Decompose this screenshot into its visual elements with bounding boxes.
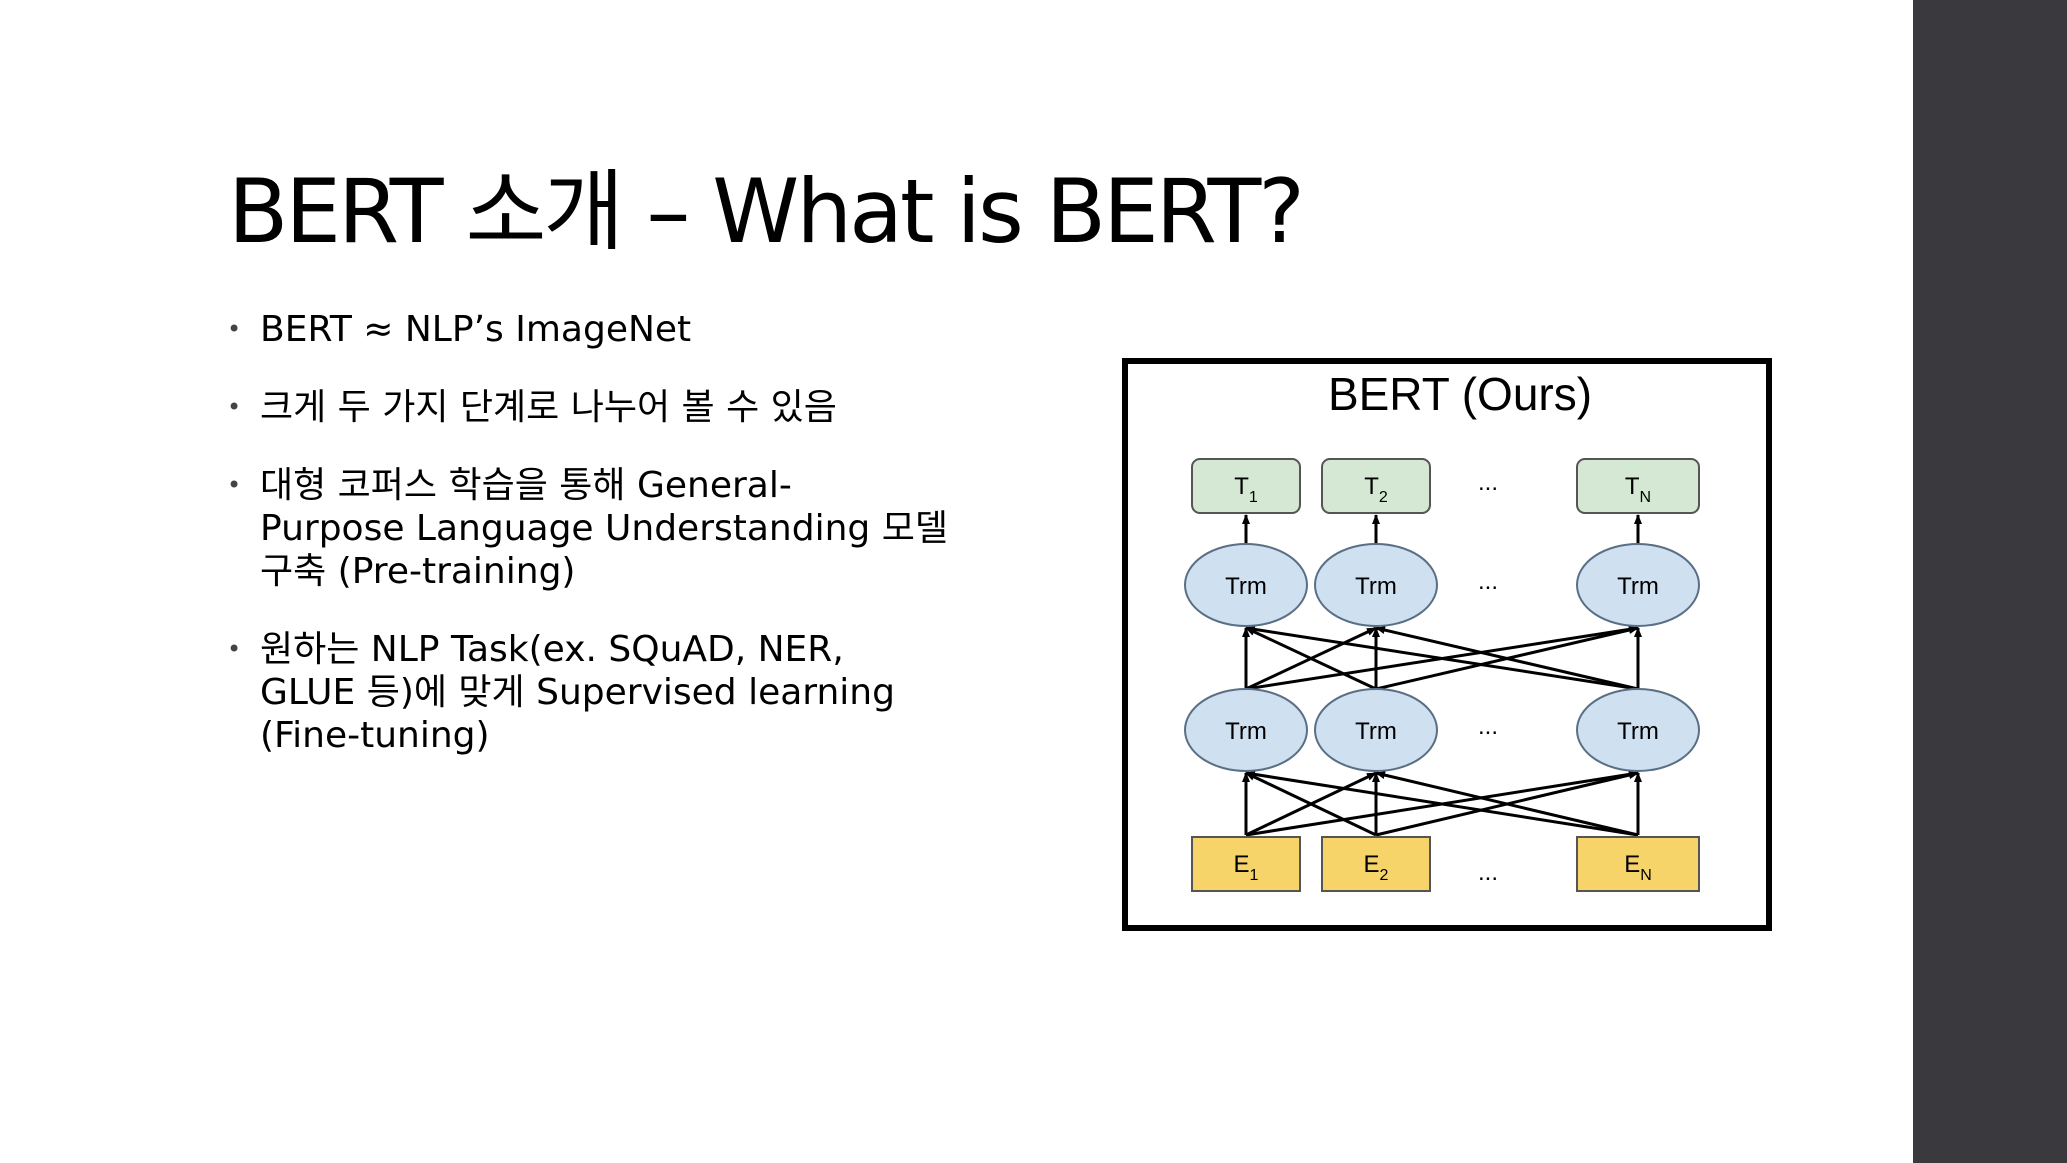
input-to-lower-arrow [1245, 771, 1377, 837]
input-embedding: EN [1576, 836, 1700, 892]
input-to-lower-arrow [1375, 771, 1639, 837]
lower-to-upper-arrow [1375, 626, 1639, 691]
input-to-lower-arrow [1245, 770, 1639, 837]
lower-trm-node-shape [1314, 688, 1438, 772]
bullet-list: • BERT ≈ NLP’s ImageNet • 크게 두 가지 단계로 나누… [225, 308, 985, 792]
slide: BERT 소개 – What is BERT? • BERT ≈ NLP’s I… [225, 160, 1772, 931]
output-token: T2 [1321, 458, 1431, 514]
ellipsis-label: ... [1478, 713, 1498, 740]
lower-to-upper-arrow [1245, 626, 1377, 691]
upper-trm-node-shape [1576, 543, 1700, 627]
upper-trm-node: Trm [1576, 543, 1700, 627]
upper-trm-node-label: Trm [1617, 573, 1659, 600]
lower-trm-node-label: Trm [1617, 718, 1659, 745]
bullet-text: GLUE 등)에 맞게 Supervised learning [260, 672, 895, 713]
upper-trm-node-label: Trm [1225, 573, 1267, 600]
slide-title: BERT 소개 – What is BERT? [228, 160, 1305, 263]
bullet-item: • 대형 코퍼스 학습을 통해 General- Purpose Languag… [225, 464, 985, 593]
connection-arrows [1242, 514, 1642, 837]
upper-trm-node: Trm [1184, 543, 1308, 627]
figure-title: BERT (Ours) [1328, 368, 1592, 420]
upper-trm-node-shape [1314, 543, 1438, 627]
upper-trm-node-label: Trm [1355, 573, 1397, 600]
bullet-dot-icon: • [227, 471, 242, 499]
lower-trm-node-shape [1576, 688, 1700, 772]
lower-trm-node-label: Trm [1355, 718, 1397, 745]
input-embedding-box [1191, 836, 1301, 892]
upper-trm-node: Trm [1314, 543, 1438, 627]
bullet-text: 구축 (Pre-training) [260, 551, 576, 592]
input-embedding: E1 [1191, 836, 1301, 892]
ellipsis-label: ... [1478, 859, 1498, 886]
upper-trm-node-shape [1184, 543, 1308, 627]
lower-to-upper-arrow [1245, 625, 1639, 691]
bullet-item: • 원하는 NLP Task(ex. SQuAD, NER, GLUE 등)에 … [225, 628, 985, 757]
bullet-dot-icon: • [227, 393, 242, 421]
output-token-box [1576, 458, 1700, 514]
output-token-box [1191, 458, 1301, 514]
bert-diagram: BERT (Ours) T1TrmTrmE1T2TrmTrmE2TNTrmTrm… [1122, 358, 1772, 931]
bullet-text: 대형 코퍼스 학습을 통해 General- [260, 465, 792, 506]
bullet-text: (Fine-tuning) [260, 715, 490, 756]
ellipsis-label: ... [1478, 568, 1498, 595]
lower-trm-node: Trm [1184, 688, 1308, 772]
input-embedding-box [1321, 836, 1431, 892]
bullet-text: Purpose Language Understanding 모델 [260, 508, 948, 549]
bullet-dot-icon: • [227, 315, 242, 343]
bullet-dot-icon: • [227, 635, 242, 663]
bullet-text: 크게 두 가지 단계로 나누어 볼 수 있음 [260, 387, 837, 428]
bullet-text: BERT ≈ NLP’s ImageNet [260, 309, 692, 350]
lower-trm-node-shape [1184, 688, 1308, 772]
output-token: T1 [1191, 458, 1301, 514]
lower-trm-node-label: Trm [1225, 718, 1267, 745]
input-embedding-box [1576, 836, 1700, 892]
right-sidebar-band [1913, 0, 2067, 1163]
bullet-item: • BERT ≈ NLP’s ImageNet [225, 308, 985, 351]
output-token: TN [1576, 458, 1700, 514]
lower-trm-node: Trm [1314, 688, 1438, 772]
bullet-item: • 크게 두 가지 단계로 나누어 볼 수 있음 [225, 386, 985, 429]
ellipsis-label: ... [1478, 469, 1498, 496]
bullet-text: 원하는 NLP Task(ex. SQuAD, NER, [260, 629, 844, 670]
lower-trm-node: Trm [1576, 688, 1700, 772]
diagram-nodes: T1TrmTrmE1T2TrmTrmE2TNTrmTrmEN..........… [1184, 458, 1700, 892]
input-embedding: E2 [1321, 836, 1431, 892]
output-token-box [1321, 458, 1431, 514]
